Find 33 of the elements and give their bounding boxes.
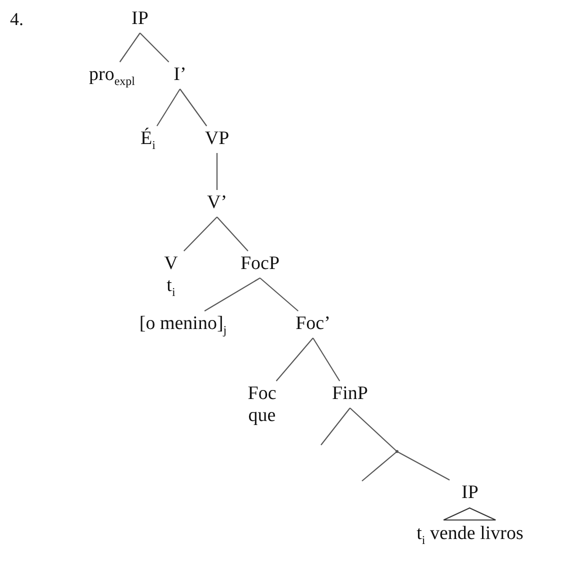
- category-label: [o menino]$_{j}$: [139, 313, 227, 335]
- tree-branch: [276, 338, 314, 382]
- category-label: IP: [132, 8, 148, 30]
- tree-branch: [140, 32, 170, 62]
- category-label: V: [164, 253, 178, 275]
- tree-branch: [260, 278, 299, 312]
- tree-branch: [320, 408, 350, 446]
- category-label: pro$_{expl}$: [89, 64, 135, 86]
- tree-branch: [312, 338, 340, 382]
- tree-branch: [204, 278, 260, 312]
- tree-branch: [350, 408, 398, 452]
- tree-branch: [180, 88, 208, 126]
- category-label: Foc: [248, 383, 276, 405]
- tree-branch: [156, 88, 180, 126]
- category-label: V’: [206, 192, 228, 214]
- branch-point: [396, 450, 398, 453]
- tree-branch: [216, 216, 248, 252]
- terminal-word: t$_{i}$: [166, 275, 176, 297]
- tree-branch: [362, 451, 398, 482]
- terminal-word: t$_{i}$ vende livros: [416, 523, 524, 545]
- tree-branch: [183, 216, 218, 252]
- category-label: I’: [174, 64, 186, 86]
- category-label: IP: [462, 482, 478, 504]
- example-number: 4.: [10, 8, 24, 30]
- category-label: FocP: [240, 253, 280, 275]
- tree-branch: [119, 32, 140, 62]
- category-label: Foc’: [296, 313, 330, 335]
- category-label: FinP: [332, 383, 368, 405]
- tree-branch: [396, 451, 450, 480]
- category-label: É$_{i}$: [140, 128, 156, 150]
- category-label: VP: [204, 128, 230, 150]
- terminal-word: que: [248, 405, 276, 427]
- tree-branch: [216, 153, 218, 190]
